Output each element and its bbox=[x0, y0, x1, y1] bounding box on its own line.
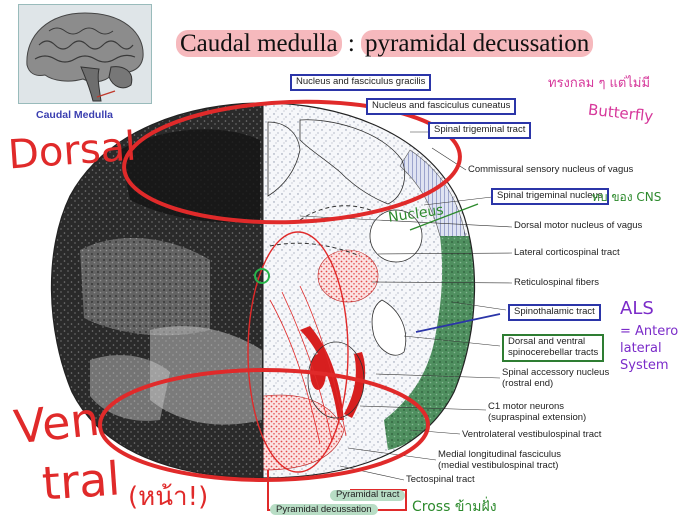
label-spinothalamic: Spinothalamic tract bbox=[508, 304, 601, 321]
label-mlf-line-2: (medial vestibulospinal tract) bbox=[438, 459, 559, 471]
thumbnail-caption: Caudal Medulla bbox=[36, 109, 114, 121]
brain-sagittal-drawing bbox=[19, 5, 151, 103]
label-commissural-nucleus: Commissural sensory nucleus of vagus bbox=[468, 164, 634, 175]
annotation-als: ALS bbox=[620, 298, 654, 319]
annotation-dorsal: Dorsal bbox=[6, 123, 138, 179]
title-part-2: pyramidal decussation bbox=[361, 30, 594, 57]
label-lateral-corticospinal: Lateral corticospinal tract bbox=[514, 247, 620, 258]
label-tectospinal: Tectospinal tract bbox=[406, 474, 475, 485]
label-pyramidal-tract: Pyramidal tract bbox=[330, 489, 406, 501]
label-spinocerebellar-line-2: spinocerebellar tracts bbox=[508, 346, 599, 358]
brain-sagittal-thumbnail bbox=[18, 4, 152, 104]
label-pyramidal-decussation: Pyramidal decussation bbox=[270, 504, 378, 515]
label-dorsal-motor-vagus: Dorsal motor nucleus of vagus bbox=[514, 220, 643, 231]
annotation-als-expansion: = Antero lateral System bbox=[620, 324, 679, 373]
page-title: Caudal medulla : pyramidal decussation bbox=[176, 30, 594, 58]
spinothalamic-pointer bbox=[415, 313, 501, 333]
annotation-cross-note: Cross ข้ามฝั่ง bbox=[412, 499, 497, 515]
label-reticulospinal: Reticulospinal fibers bbox=[514, 277, 600, 288]
annotation-cns-note: ทบ ของ CNS bbox=[592, 190, 662, 204]
label-ventrolateral-vestibulospinal: Ventrolateral vestibulospinal tract bbox=[462, 429, 602, 440]
label-spinal-trigeminal-tract: Spinal trigeminal tract bbox=[428, 122, 532, 139]
label-mlf-line-1: Medial longitudinal fasciculus bbox=[438, 449, 562, 460]
dorsal-highlight-ellipse bbox=[122, 99, 462, 225]
decussation-highlight-ellipse bbox=[247, 231, 349, 473]
label-spinocerebellar: Dorsal and ventral spinocerebellar tract… bbox=[502, 334, 605, 362]
label-pyramidal-decussation-box: Pyramidal decussation bbox=[270, 504, 378, 516]
label-spinocerebellar-line-1: Dorsal and ventral bbox=[508, 336, 586, 347]
label-c1-motor-line-1: C1 motor neurons bbox=[488, 401, 565, 412]
title-separator: : bbox=[341, 30, 362, 57]
label-c1-motor: C1 motor neurons (supraspinal extension) bbox=[488, 401, 587, 424]
label-mlf: Medial longitudinal fasciculus (medial v… bbox=[438, 449, 562, 472]
annotation-ventral-1: Ven bbox=[11, 391, 102, 455]
label-spinal-trigeminal-nucleus: Spinal trigeminal nucleus bbox=[491, 188, 609, 205]
ventral-highlight-ellipse bbox=[98, 368, 430, 482]
title-part-1: Caudal medulla bbox=[176, 30, 342, 57]
annotation-ventral-thai: (หน้า!) bbox=[128, 482, 209, 512]
annotation-butterfly-thai: ทรงกลม ๆ แต่ไม่มี bbox=[548, 76, 651, 91]
label-gracilis: Nucleus and fasciculus gracilis bbox=[290, 74, 432, 91]
label-c1-motor-line-2: (supraspinal extension) bbox=[488, 411, 587, 423]
central-canal-marker bbox=[254, 268, 270, 284]
label-spinal-accessory-line-2: (rostral end) bbox=[502, 377, 554, 389]
label-spinal-accessory: Spinal accessory nucleus (rostral end) bbox=[502, 367, 610, 390]
label-cuneatus: Nucleus and fasciculus cuneatus bbox=[366, 98, 517, 115]
annotation-ventral-2: tral bbox=[40, 451, 122, 511]
label-spinal-accessory-line-1: Spinal accessory nucleus bbox=[502, 367, 610, 378]
nucleus-pointer bbox=[409, 203, 479, 231]
